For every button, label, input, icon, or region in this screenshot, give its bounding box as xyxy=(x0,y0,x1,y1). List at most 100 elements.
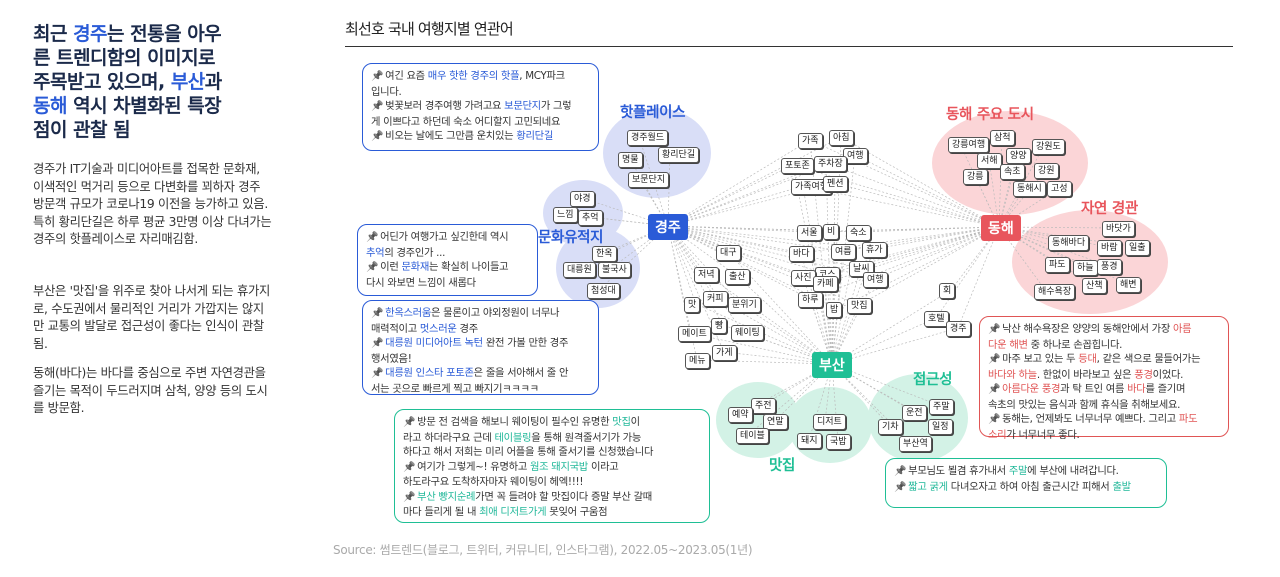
hub-gyeongju[interactable]: 경주 xyxy=(648,214,688,240)
keyword-node-access[interactable]: 부산역 xyxy=(899,436,932,452)
keyword-node-donghae_city[interactable]: 강릉 xyxy=(963,169,988,185)
keyword-node-gyeongju_side[interactable]: 메뉴 xyxy=(685,353,710,369)
keyword-node-gyeongju_side[interactable]: 빵 xyxy=(711,318,728,334)
hub-donghae[interactable]: 동해 xyxy=(981,215,1021,241)
keyword-node-center[interactable]: 카페 xyxy=(813,276,838,292)
quote-line: 다시 와보면 느낌이 새롭다 xyxy=(366,276,529,291)
keyword-node-heritage[interactable]: 첨성대 xyxy=(587,283,620,299)
keyword-node-center[interactable]: 하루 xyxy=(798,292,823,308)
keyword-node-heritage[interactable]: 한옥 xyxy=(592,246,617,262)
keyword-node-gyeongju_side[interactable]: 분위기 xyxy=(728,297,761,313)
graph-edge xyxy=(581,197,669,227)
quote-text: 입니다. xyxy=(371,85,402,98)
keyword-node-donghae_city[interactable]: 강원 xyxy=(1034,163,1059,179)
keyword-node-food[interactable]: 테이블 xyxy=(736,428,769,444)
keyword-node-access[interactable]: 주말 xyxy=(929,399,954,415)
keyword-node-center[interactable]: 여름 xyxy=(831,244,856,260)
keyword-node-food[interactable]: 연말 xyxy=(763,414,788,430)
keyword-node-hotplace[interactable]: 경주월드 xyxy=(627,130,669,146)
keyword-node-center[interactable]: 바다 xyxy=(789,246,814,262)
quote-text: 낙산 해수욕장은 양양의 동해안에서 가장 xyxy=(1002,323,1173,335)
keyword-node-nature[interactable]: 해수욕장 xyxy=(1034,284,1076,300)
quote-line: 서는 곳으로 빠르게 찍고 빠지기ㅋㅋㅋㅋ xyxy=(371,382,590,397)
keyword-node-center[interactable]: 맛집 xyxy=(847,298,872,314)
keyword-node-nature[interactable]: 동해바다 xyxy=(1048,235,1090,251)
keyword-node-access[interactable]: 일정 xyxy=(928,419,953,435)
keyword-node-center_top[interactable]: 아침 xyxy=(829,130,854,146)
quote-text: 이었다. xyxy=(1152,368,1184,381)
keyword-node-gyeongju_side[interactable]: 가게 xyxy=(712,345,737,361)
graph-edge xyxy=(834,182,1000,228)
quote-highlight: 다운 해변 xyxy=(988,338,1028,351)
keyword-node-hotplace[interactable]: 명물 xyxy=(618,152,643,168)
keyword-node-nature[interactable]: 풍경 xyxy=(1097,259,1122,275)
keyword-node-donghae_side[interactable]: 호텔 xyxy=(924,311,949,327)
keyword-node-heritage[interactable]: 대릉원 xyxy=(563,262,596,278)
keyword-node-gyeongju_side[interactable]: 대구 xyxy=(716,245,741,261)
keyword-node-heritage[interactable]: 야경 xyxy=(570,191,595,207)
keyword-node-nature[interactable]: 일출 xyxy=(1125,240,1150,256)
keyword-node-donghae_city[interactable]: 동해시 xyxy=(1013,181,1046,197)
keyword-node-nature[interactable]: 바람 xyxy=(1097,240,1122,256)
graph-edge xyxy=(831,304,860,365)
keyword-node-food[interactable]: 돼지 xyxy=(797,433,822,449)
keyword-node-donghae_city[interactable]: 속초 xyxy=(1000,164,1025,180)
quote-text: 여긴 요즘 xyxy=(385,70,428,82)
quote-highlight: 웜조 돼지국밥 xyxy=(529,460,588,473)
quote-text: 부모님도 뵐겸 휴가내서 xyxy=(908,465,1009,477)
keyword-node-center_top[interactable]: 펜션 xyxy=(823,176,848,192)
keyword-node-nature[interactable]: 바닷가 xyxy=(1102,221,1135,237)
keyword-node-center[interactable]: 여행 xyxy=(863,272,888,288)
keyword-node-center[interactable]: 밥 xyxy=(826,302,843,318)
keyword-node-food[interactable]: 주전 xyxy=(751,398,776,414)
paragraph-donghae: 동해(바다)는 바다를 중심으로 주변 자연경관을 즐기는 목적이 두드러지며 … xyxy=(33,366,268,415)
keyword-node-nature[interactable]: 하늘 xyxy=(1073,260,1098,276)
graph-edge xyxy=(667,154,856,227)
keyword-node-donghae_side[interactable]: 회 xyxy=(939,283,956,299)
keyword-node-gyeongju_side[interactable]: 웨이팅 xyxy=(731,325,764,341)
keyword-node-gyeongju_side[interactable]: 맛 xyxy=(684,297,701,313)
quote-text: 이 xyxy=(630,416,640,428)
keyword-node-center[interactable]: 사진 xyxy=(791,270,816,286)
keyword-node-donghae_city[interactable]: 강릉여행 xyxy=(948,137,990,153)
keyword-node-center[interactable]: 휴가 xyxy=(862,242,887,258)
hub-busan[interactable]: 부산 xyxy=(812,352,852,378)
quote-text: 완전 가볼 만한 경주 xyxy=(482,337,569,349)
keyword-node-nature[interactable]: 산책 xyxy=(1082,278,1107,294)
keyword-node-center[interactable]: 서울 xyxy=(797,225,822,241)
keyword-node-heritage[interactable]: 느낌 xyxy=(553,207,578,223)
keyword-node-nature[interactable]: 파도 xyxy=(1045,257,1070,273)
keyword-node-food[interactable]: 디저트 xyxy=(813,414,846,430)
pin-icon: 📌 xyxy=(894,481,907,493)
keyword-node-heritage[interactable]: 불국사 xyxy=(598,262,631,278)
keyword-node-hotplace[interactable]: 보문단지 xyxy=(628,172,670,188)
keyword-node-center_top[interactable]: 가족여행 xyxy=(791,179,833,195)
keyword-node-center[interactable]: 비 xyxy=(823,224,840,240)
keyword-node-gyeongju_side[interactable]: 출산 xyxy=(725,269,750,285)
keyword-node-food[interactable]: 예약 xyxy=(728,407,753,423)
keyword-node-donghae_city[interactable]: 서해 xyxy=(977,153,1002,169)
keyword-node-donghae_city[interactable]: 삼척 xyxy=(990,130,1015,146)
keyword-node-nature[interactable]: 해변 xyxy=(1116,277,1141,293)
pin-icon: 📌 xyxy=(894,466,907,477)
keyword-node-gyeongju_side[interactable]: 메이트 xyxy=(678,326,711,342)
quote-text: , MCY파크 xyxy=(519,70,565,82)
keyword-node-access[interactable]: 운전 xyxy=(902,405,927,421)
graph-edge xyxy=(831,289,952,365)
keyword-node-gyeongju_side[interactable]: 커피 xyxy=(703,291,728,307)
quote-line: 행서였음! xyxy=(371,352,590,367)
keyword-node-center_top[interactable]: 가족 xyxy=(798,133,823,149)
keyword-node-donghae_city[interactable]: 고성 xyxy=(1047,181,1072,197)
keyword-node-center[interactable]: 숙소 xyxy=(846,225,871,241)
keyword-node-food[interactable]: 국밥 xyxy=(826,434,851,450)
keyword-node-access[interactable]: 기차 xyxy=(878,419,903,435)
keyword-node-hotplace[interactable]: 황리단길 xyxy=(658,147,700,163)
keyword-node-heritage[interactable]: 추억 xyxy=(578,210,603,226)
keyword-node-donghae_city[interactable]: 양양 xyxy=(1006,148,1031,164)
keyword-node-center_top[interactable]: 주차장 xyxy=(814,156,847,172)
keyword-node-donghae_city[interactable]: 강원도 xyxy=(1032,139,1065,155)
keyword-node-donghae_side[interactable]: 경주 xyxy=(946,321,971,337)
keyword-node-gyeongju_side[interactable]: 저녁 xyxy=(694,267,719,283)
keyword-node-center_top[interactable]: 포토존 xyxy=(781,158,814,174)
